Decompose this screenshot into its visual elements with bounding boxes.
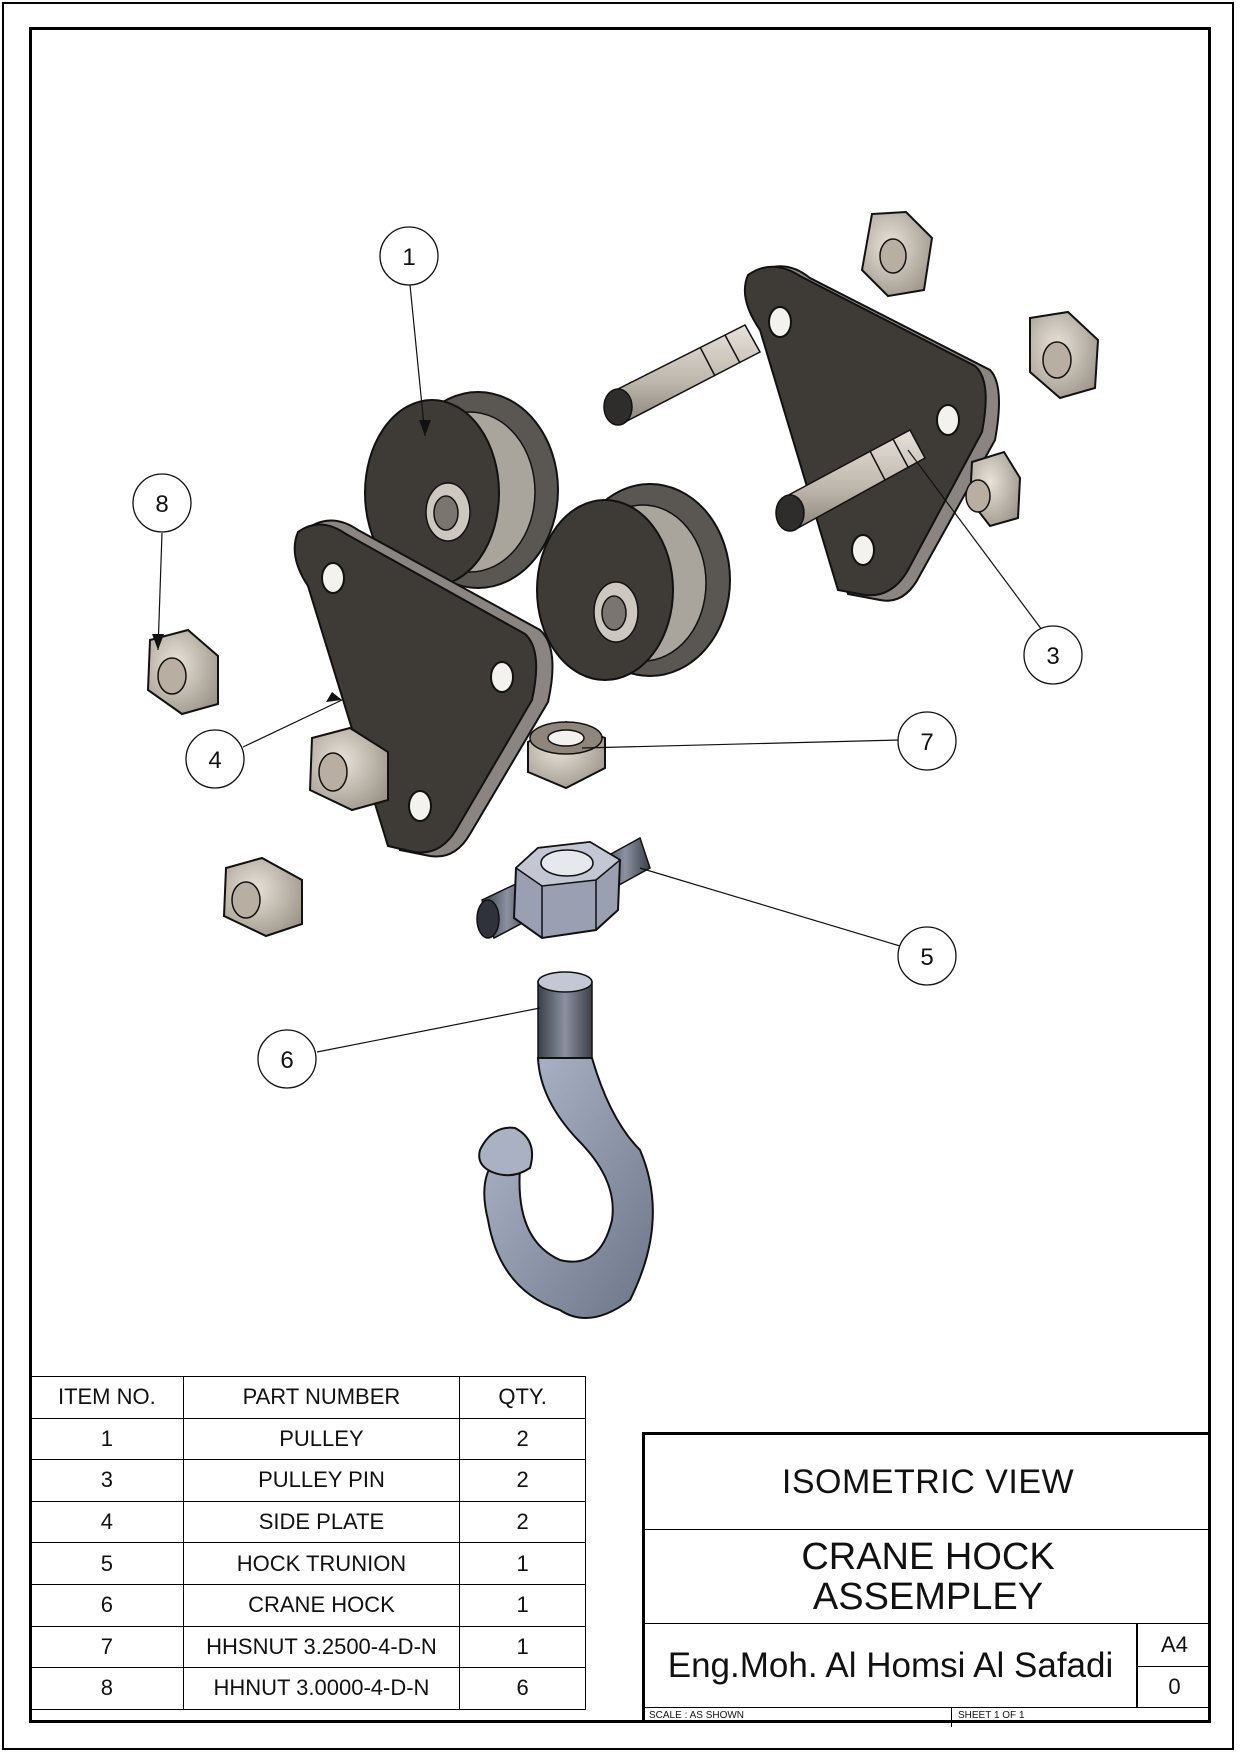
slotted-hex-nut xyxy=(527,720,606,790)
bom-cell-qty: 2 xyxy=(459,1459,586,1502)
bill-of-materials-table: ITEM NO. PART NUMBER QTY. 1 PULLEY 2 3 P… xyxy=(30,1376,586,1710)
sheet-number: SHEET 1 OF 1 xyxy=(958,1710,1025,1721)
bom-row: 5 HOCK TRUNION 1 xyxy=(30,1542,586,1585)
svg-text:7: 7 xyxy=(920,729,933,756)
hock-trunnion xyxy=(476,836,651,940)
bom-header-row: ITEM NO. PART NUMBER QTY. xyxy=(30,1376,586,1419)
svg-text:1: 1 xyxy=(402,244,415,271)
balloon-item-8: 8 xyxy=(132,473,192,533)
bom-row: 3 PULLEY PIN 2 xyxy=(30,1459,586,1502)
balloon-item-6: 6 xyxy=(257,1029,317,1089)
bom-cell-item: 5 xyxy=(30,1542,184,1585)
bom-cell-part: HOCK TRUNION xyxy=(182,1542,461,1585)
hex-nut-left-outer xyxy=(146,628,219,716)
bom-row: 8 HHNUT 3.0000-4-D-N 6 xyxy=(30,1667,586,1710)
svg-text:3: 3 xyxy=(1046,643,1059,670)
pulley-front xyxy=(536,483,731,681)
sheet-inner-border xyxy=(29,27,1211,1723)
bom-cell-item: 6 xyxy=(30,1583,184,1627)
pulley-pin-upper xyxy=(603,324,762,426)
footer-divider xyxy=(951,1708,952,1727)
svg-text:8: 8 xyxy=(155,491,168,518)
bom-cell-part: PULLEY PIN xyxy=(182,1459,461,1502)
side-plate-right xyxy=(744,265,1000,602)
bom-cell-qty: 1 xyxy=(459,1542,586,1585)
pulley-pin-lower xyxy=(775,428,927,532)
bom-row: 1 PULLEY 2 xyxy=(30,1417,586,1461)
bom-cell-part: PULLEY xyxy=(182,1417,461,1461)
bom-cell-item: 1 xyxy=(30,1417,184,1461)
bom-cell-part: HHSNUT 3.2500-4-D-N xyxy=(182,1625,461,1669)
leader-lines xyxy=(157,284,1043,1053)
bom-header-item: ITEM NO. xyxy=(30,1376,184,1419)
balloon-item-1: 1 xyxy=(379,226,439,286)
sheet-size: A4 xyxy=(1138,1624,1211,1667)
scale-label: SCALE : AS SHOWN xyxy=(649,1710,745,1721)
hex-nut-left-plate xyxy=(308,726,389,812)
bom-cell-qty: 2 xyxy=(459,1500,586,1544)
bom-cell-item: 7 xyxy=(30,1625,184,1669)
revision-number: 0 xyxy=(1168,1674,1181,1699)
bom-cell-qty: 6 xyxy=(459,1667,586,1710)
bom-cell-item: 4 xyxy=(30,1500,184,1544)
svg-text:4: 4 xyxy=(208,747,221,774)
bom-row: 4 SIDE PLATE 2 xyxy=(30,1500,586,1544)
bom-header-part: PART NUMBER xyxy=(182,1376,461,1419)
crane-hook xyxy=(478,971,654,1319)
bom-cell-qty: 2 xyxy=(459,1417,586,1461)
svg-text:5: 5 xyxy=(920,944,933,971)
svg-text:6: 6 xyxy=(280,1047,293,1074)
hex-nut-right-back xyxy=(965,450,1022,528)
bom-cell-qty: 1 xyxy=(459,1625,586,1669)
bom-row: 7 HHSNUT 3.2500-4-D-N 1 xyxy=(30,1625,586,1669)
hex-nut-right-mid xyxy=(1029,310,1100,400)
bom-header-qty: QTY. xyxy=(459,1376,586,1419)
balloon-item-3: 3 xyxy=(1023,625,1083,685)
bom-cell-item: 3 xyxy=(30,1459,184,1502)
side-plate-left xyxy=(293,519,554,858)
drawing-title: CRANE HOCK ASSEMPLEY xyxy=(645,1530,1211,1624)
balloon-item-4: 4 xyxy=(185,729,245,789)
balloon-item-7: 7 xyxy=(897,711,957,771)
drawing-title-line2: ASSEMPLEY xyxy=(812,1575,1044,1618)
pulley-back xyxy=(364,391,559,589)
bom-cell-part: CRANE HOCK xyxy=(182,1583,461,1627)
bom-cell-part: HHNUT 3.0000-4-D-N xyxy=(182,1667,461,1710)
leader-arrowheads xyxy=(152,420,431,702)
bom-row: 6 CRANE HOCK 1 xyxy=(30,1583,586,1627)
view-label: ISOMETRIC VIEW xyxy=(645,1435,1211,1530)
drawing-title-line1: CRANE HOCK xyxy=(801,1535,1055,1578)
bom-cell-part: SIDE PLATE xyxy=(182,1500,461,1544)
title-block: ISOMETRIC VIEW CRANE HOCK ASSEMPLEY Eng.… xyxy=(642,1432,1211,1727)
title-block-footer: SCALE : AS SHOWN SHEET 1 OF 1 xyxy=(645,1707,1211,1727)
hex-nut-right-top xyxy=(860,210,934,298)
hex-nut-left-lower xyxy=(222,856,303,938)
author-name: Eng.Moh. Al Homsi Al Safadi xyxy=(645,1624,1138,1707)
bom-cell-item: 8 xyxy=(30,1667,184,1710)
bom-cell-qty: 1 xyxy=(459,1583,586,1627)
balloon-item-5: 5 xyxy=(897,926,957,986)
